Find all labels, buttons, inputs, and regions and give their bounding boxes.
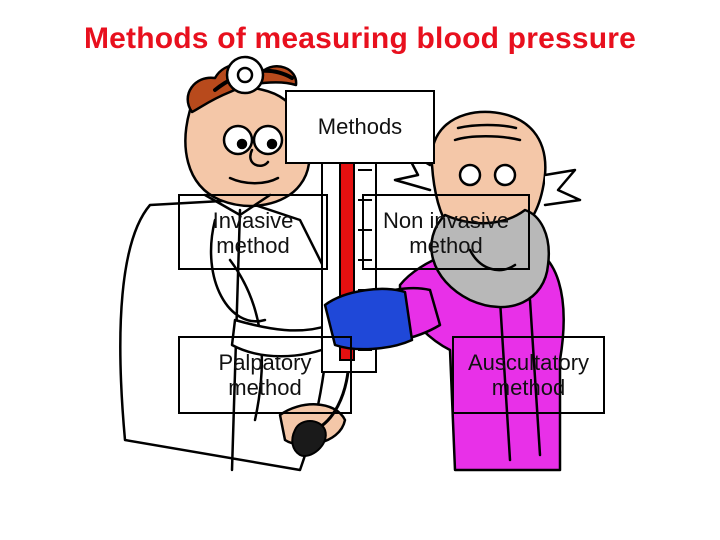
bulb-pump — [291, 420, 327, 457]
node-palpatory-method: Palpatory method — [178, 336, 352, 414]
node-invasive-line2: method — [216, 233, 290, 258]
node-non-invasive-method: Non invasive method — [362, 194, 530, 270]
node-auscultatory-method: Auscultatory method — [452, 336, 605, 414]
page-title: Methods of measuring blood pressure — [83, 22, 637, 55]
doctor-hair — [186, 63, 298, 114]
node-palpatory-line1: Palpatory — [218, 350, 312, 375]
node-palpatory-line2: method — [228, 375, 302, 400]
root-node-label: Methods — [317, 114, 403, 139]
node-invasive-method: Invasive method — [178, 194, 328, 270]
node-auscultatory-line2: method — [491, 375, 566, 400]
node-auscultatory-line1: Auscultatory — [467, 350, 590, 375]
node-non-invasive-line2: method — [409, 233, 483, 258]
node-non-invasive-line1: Non invasive — [383, 208, 509, 233]
node-invasive-line1: Invasive — [212, 208, 294, 233]
root-node-methods: Methods — [285, 90, 435, 164]
